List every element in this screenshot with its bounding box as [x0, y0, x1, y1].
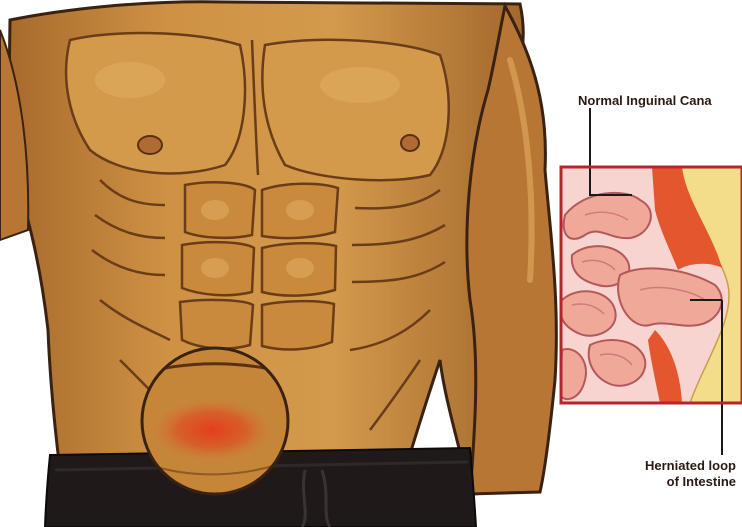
label-normal-inguinal-canal: Normal Inguinal Cana	[578, 93, 742, 109]
left-nipple	[138, 136, 162, 154]
inset-cross-section	[560, 108, 742, 455]
right-pectoral	[262, 40, 448, 180]
right-nipple	[401, 135, 419, 151]
label-herniated-line1: Herniated loop	[645, 458, 736, 474]
label-herniated-loop: Herniated loop of Intestine	[645, 458, 736, 490]
label-herniated-line2: of Intestine	[645, 474, 736, 490]
inflammation-spot	[150, 398, 274, 462]
